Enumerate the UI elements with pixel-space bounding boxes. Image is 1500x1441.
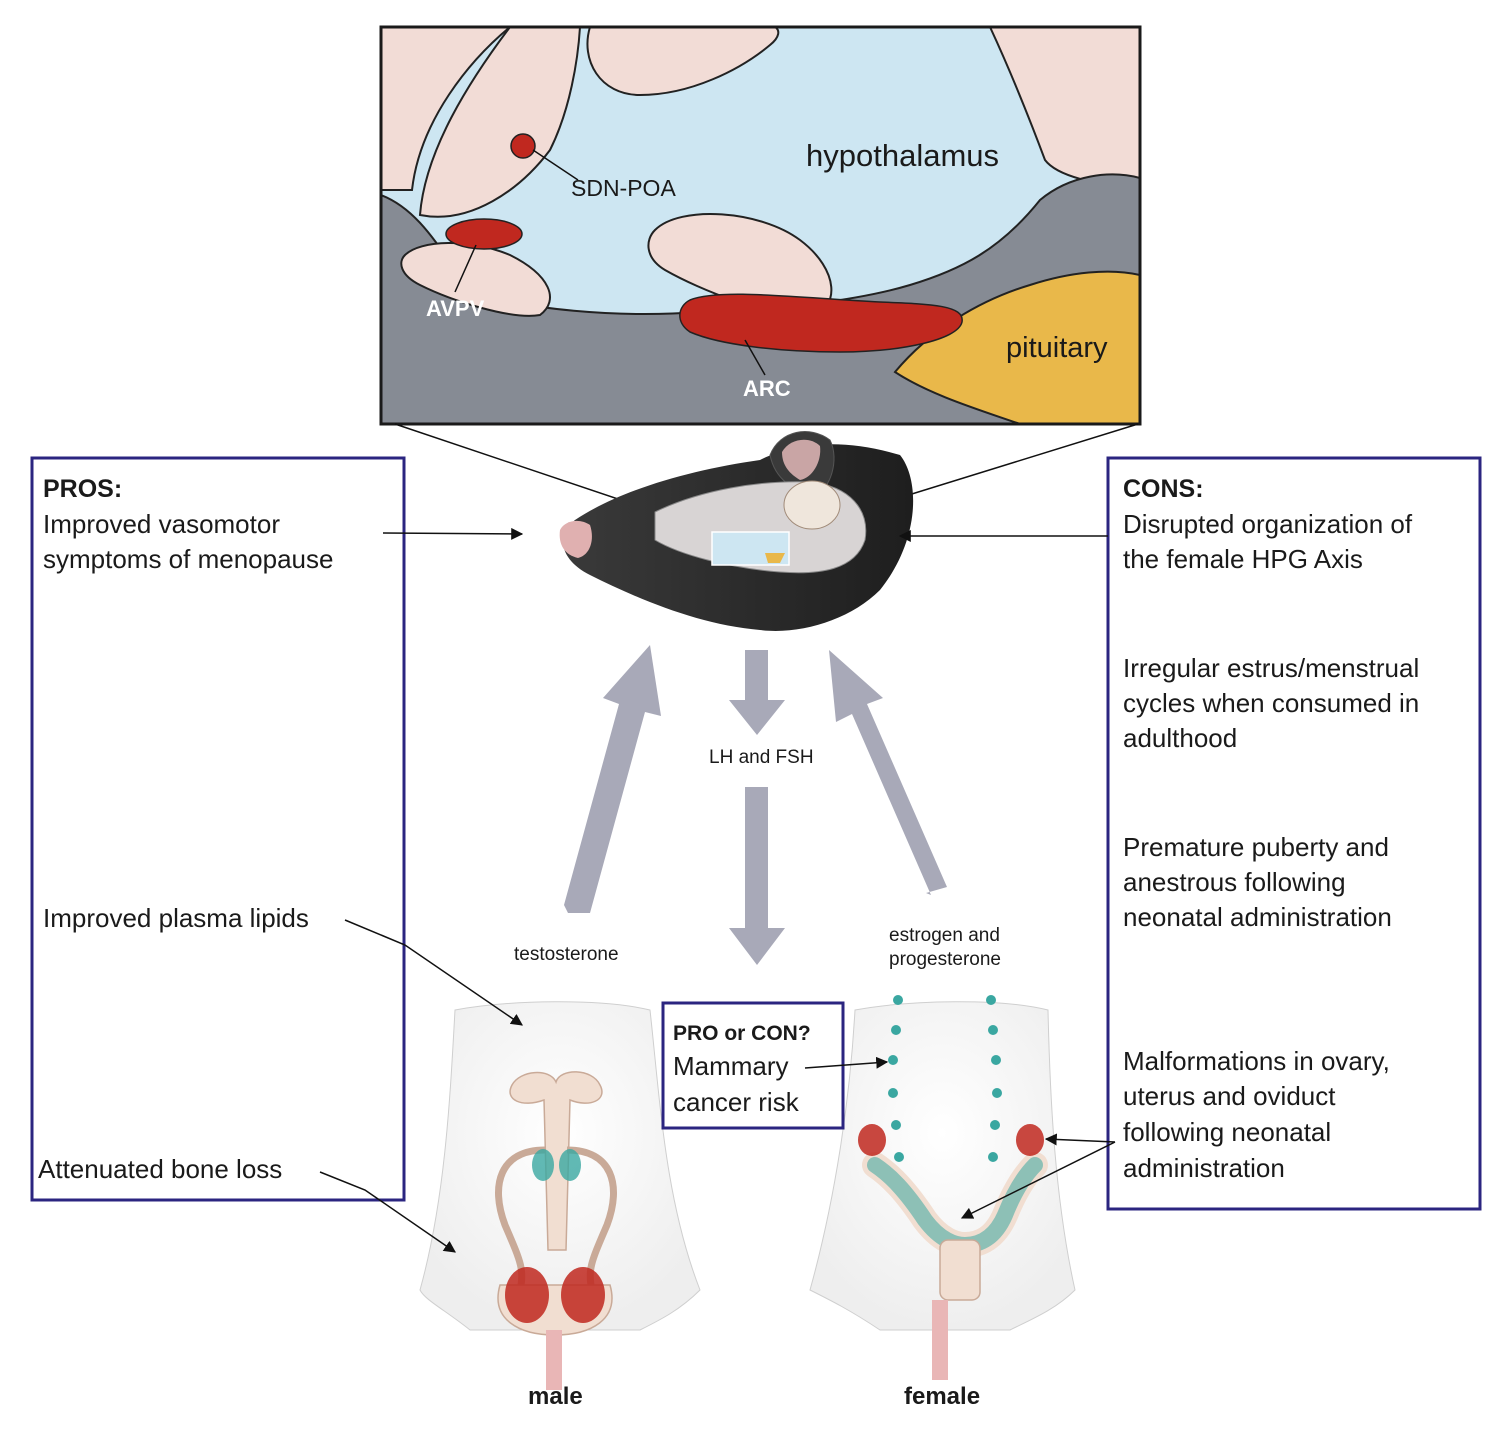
testosterone-label: testosterone [514,944,619,965]
female-figure [809,995,1076,1380]
uncertain-line1: Mammary [673,1051,789,1081]
tissue-top [586,27,780,97]
cons-item4-line1: Malformations in ovary, [1123,1046,1390,1076]
uncertain-heading: PRO or CON? [673,1022,811,1045]
cons-item4-line3: following neonatal [1123,1117,1331,1147]
female-vagina [939,1239,981,1301]
arc-label: ARC [743,376,791,401]
uncertain-box [661,1001,845,1130]
female-tail [932,1300,948,1380]
cons-item2-line2: cycles when consumed in [1123,688,1419,718]
cons-item1-line1: Disrupted organization of [1123,509,1413,539]
arc-nucleus [679,293,963,353]
tissue-anterior-commissure [418,27,582,218]
mammary-arrow [804,1056,889,1069]
pros-item3: Attenuated bone loss [38,1154,282,1184]
cons-item3-line1: Premature puberty and [1123,832,1389,862]
uncertain-panel: PRO or CON? Mammary cancer risk [661,1001,845,1130]
estrogen-arrow [829,650,947,895]
lh-fsh-arrow-upper [729,650,785,735]
uncertain-line2: cancer risk [673,1087,800,1117]
pros-item1-line2: symptoms of menopause [43,544,333,574]
cons-box [1106,456,1482,1211]
cons-item2-line3: adulthood [1123,723,1237,753]
rat-pituitary-mark [765,553,785,563]
testosterone-arrow [564,645,661,913]
male-tail [546,1330,562,1390]
plasma-lipids-arrow [344,919,523,1026]
bone-loss-arrow [319,1171,456,1253]
cons-item3-line2: anestrous following [1123,867,1346,897]
estrogen-label-line2: progesterone [889,949,1001,970]
female-label: female [904,1383,980,1410]
male-seminal-vesicle-left [532,1149,554,1181]
rat-cerebellum [783,480,841,530]
male-bladder-urethra [509,1071,603,1251]
arc-leader [744,339,766,376]
lh-fsh-label: LH and FSH [709,747,814,768]
sdn-poa-label: SDN-POA [571,175,676,201]
avpv-label: AVPV [426,296,485,321]
cons-item4-line2: uterus and oviduct [1123,1081,1336,1111]
lh-fsh-arrow-lower [729,787,785,965]
estrogen-label-line1: estrogen and [889,925,1000,946]
uterus-arrow [960,1141,1116,1219]
pituitary-label: pituitary [1006,332,1108,364]
avpv-nucleus [445,218,523,250]
pros-arrow [382,527,524,540]
pros-box [30,456,406,1202]
pros-heading: PROS: [43,475,122,503]
hypothalamus-label: hypothalamus [806,138,999,173]
avpv-leader [454,244,477,293]
pros-item2: Improved plasma lipids [43,903,309,933]
rat-ear-inner [782,439,821,480]
inset-frame [379,25,1142,426]
male-label: male [528,1383,583,1410]
male-figure [419,1001,701,1390]
cons-item4-line4: administration [1123,1153,1285,1183]
female-body-fur [809,1001,1076,1331]
ovary-arrow [1044,1133,1116,1146]
sdn-poa-leader [532,149,579,181]
cons-item1-line2: the female HPG Axis [1123,544,1363,574]
rat-head [559,431,914,631]
male-testis-left [505,1267,549,1323]
male-testis-right [561,1267,605,1323]
pros-panel: PROS: Improved vasomotor symptoms of men… [30,456,406,1202]
male-seminal-vesicle-right [559,1149,581,1181]
rat-nose [559,520,592,558]
cons-panel: CONS: Disrupted organization of the fema… [1106,456,1482,1211]
tissue-left [381,27,512,191]
sdn-poa-nucleus [510,133,536,159]
pros-item1-line1: Improved vasomotor [43,509,280,539]
female-mammary-glands [888,995,1002,1162]
cons-item3-line3: neonatal administration [1123,902,1392,932]
hormone-arrows [564,645,947,965]
cons-item2-line1: Irregular estrus/menstrual [1123,653,1419,683]
cons-heading: CONS: [1123,475,1204,503]
female-ovary-left [858,1124,886,1156]
brain-inset: hypothalamus SDN-POA AVPV ARC pituitary [379,25,1142,426]
female-ovary-right [1016,1124,1044,1156]
